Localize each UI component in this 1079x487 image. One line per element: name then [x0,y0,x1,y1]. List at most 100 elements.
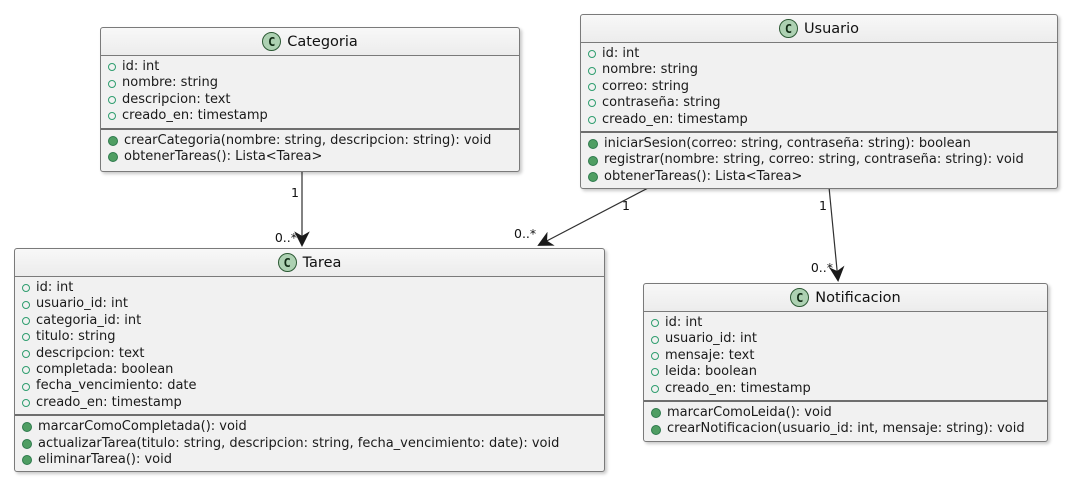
attribute-icon [22,382,30,391]
relationship-categoria-tarea-source-multiplicity: 1 [291,185,299,200]
method-row: marcarComoLeida(): void [644,405,1041,421]
attribute-row: usuario_id: int [644,331,1041,347]
attribute-row: categoria_id: int [15,313,598,329]
attribute-icon [108,79,116,88]
attribute-row: creado_en: timestamp [15,395,598,411]
attribute-icon [651,319,659,328]
class-usuario-attributes: id: int nombre: string correo: string co… [581,43,1057,131]
class-icon: C [790,288,810,307]
attribute-row: correo: string [581,79,1051,95]
attribute-row: nombre: string [101,75,513,91]
attribute-text: id: int [122,59,160,74]
class-tarea-methods: marcarComoCompletada(): void actualizarT… [15,414,604,471]
attribute-text: correo: string [602,78,690,94]
attribute-icon [588,50,596,59]
method-row: actualizarTarea(titulo: string, descripc… [15,436,598,452]
method-row: eliminarTarea(): void [15,452,598,468]
relationship-usuario-tarea-target-multiplicity: 0..* [514,226,536,241]
method-row: iniciarSesion(correo: string, contraseña… [581,136,1051,152]
class-notificacion: C Notificacion id: int usuario_id: int m… [643,283,1048,442]
class-categoria-header: C Categoria [101,28,519,56]
attribute-icon [22,398,30,407]
relationship-categoria-tarea-target-multiplicity: 0..* [275,230,297,245]
attribute-icon [22,300,30,309]
method-text: marcarComoLeida(): void [667,404,832,420]
class-icon: C [778,19,798,38]
attribute-text: creado_en: timestamp [602,111,748,127]
attribute-text: creado_en: timestamp [665,380,811,396]
attribute-row: id: int [15,280,598,296]
method-icon [108,152,118,163]
method-icon [108,135,118,146]
attribute-text: id: int [36,280,74,295]
class-notificacion-methods: marcarComoLeida(): void crearNotificacio… [644,399,1047,441]
method-icon [588,139,598,150]
method-icon [22,422,32,433]
method-row: marcarComoCompletada(): void [15,419,598,435]
attribute-row: creado_en: timestamp [644,381,1041,397]
attribute-icon [651,351,659,360]
attribute-text: creado_en: timestamp [36,394,182,410]
attribute-text: usuario_id: int [665,331,757,347]
method-icon [651,408,661,419]
method-text: actualizarTarea(titulo: string, descripc… [38,435,560,451]
relationship-usuario-notificacion-line [828,186,845,282]
class-usuario-methods: iniciarSesion(correo: string, contraseña… [581,130,1057,188]
class-notificacion-header: C Notificacion [644,284,1047,312]
attribute-icon [108,112,116,121]
attribute-row: descripcion: text [15,346,598,362]
attribute-text: id: int [602,46,640,61]
class-name: Notificacion [815,289,901,306]
method-text: crearCategoria(nombre: string, descripci… [124,132,492,148]
method-text: eliminarTarea(): void [38,451,172,467]
attribute-icon [22,349,30,358]
attribute-row: creado_en: timestamp [581,112,1051,128]
class-usuario: C Usuario id: int nombre: string correo:… [580,14,1058,190]
attribute-text: fecha_vencimiento: date [36,378,197,394]
method-icon [22,455,32,466]
relationship-usuario-notificacion-source-multiplicity: 1 [819,198,827,213]
attribute-text: contraseña: string [602,95,721,111]
method-text: crearNotificacion(usuario_id: int, mensa… [667,421,1025,437]
method-row: obtenerTareas(): Lista<Tarea> [101,149,513,165]
attribute-text: completada: boolean [36,361,174,377]
attribute-icon [588,66,596,75]
attribute-row: fecha_vencimiento: date [15,378,598,394]
attribute-row: nombre: string [581,62,1051,78]
method-icon [651,424,661,435]
attribute-text: nombre: string [122,75,218,91]
attribute-row: id: int [581,46,1051,62]
method-icon [588,171,598,182]
attribute-text: id: int [665,315,703,330]
method-row: crearCategoria(nombre: string, descripci… [101,133,513,149]
method-icon [22,438,32,449]
attribute-row: usuario_id: int [15,296,598,312]
class-icon: C [277,253,297,272]
attribute-row: leida: boolean [644,364,1041,380]
attribute-row: id: int [644,315,1041,331]
attribute-text: descripcion: text [122,91,231,107]
class-usuario-header: C Usuario [581,15,1057,43]
attribute-row: completada: boolean [15,362,598,378]
attribute-text: creado_en: timestamp [122,108,268,124]
class-icon: C [262,32,282,51]
attribute-icon [22,366,30,375]
attribute-icon [588,99,596,108]
method-row: obtenerTareas(): Lista<Tarea> [581,169,1051,185]
method-text: iniciarSesion(correo: string, contraseña… [604,135,971,151]
attribute-icon [22,333,30,342]
method-text: marcarComoCompletada(): void [38,419,247,435]
attribute-icon [22,316,30,325]
method-text: obtenerTareas(): Lista<Tarea> [124,148,323,164]
attribute-text: mensaje: text [665,347,755,363]
class-categoria-methods: crearCategoria(nombre: string, descripci… [101,127,519,169]
relationship-usuario-tarea-line [537,186,651,246]
attribute-icon [108,63,116,72]
method-row: registrar(nombre: string, correo: string… [581,152,1051,168]
relationship-usuario-notificacion-target-multiplicity: 0..* [811,260,833,275]
method-row: crearNotificacion(usuario_id: int, mensa… [644,421,1041,437]
method-text: obtenerTareas(): Lista<Tarea> [604,168,803,184]
class-categoria: C Categoria id: int nombre: string descr… [100,27,520,172]
